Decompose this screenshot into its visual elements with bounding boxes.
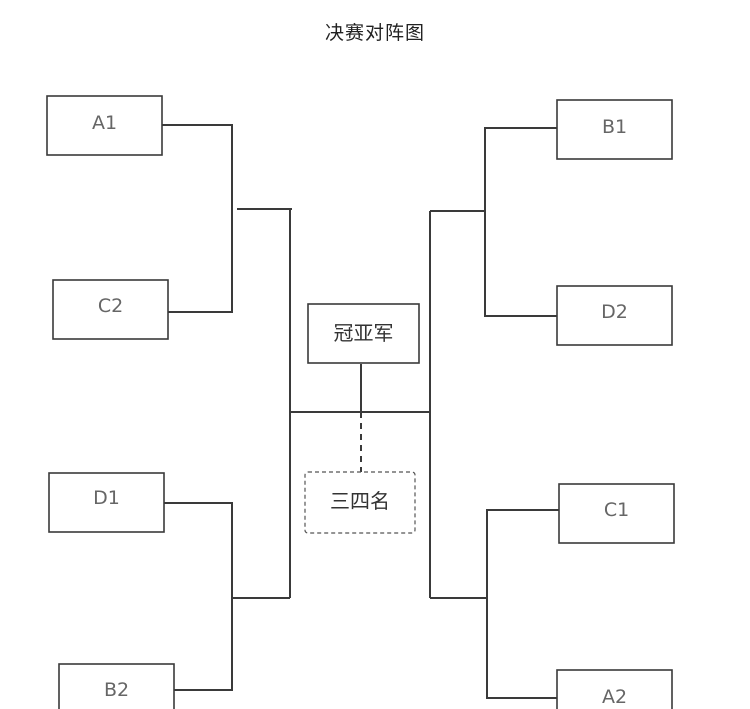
right-bracket-lines: [429, 127, 559, 699]
team-box-b1: B1: [556, 99, 673, 160]
third-place-label: 三四名: [330, 489, 390, 513]
team-label-d1: D1: [93, 487, 120, 509]
team-label-c2: C2: [98, 295, 123, 317]
connector-b1-d2: [484, 127, 557, 317]
third-place-box: 三四名: [304, 471, 416, 534]
team-label-b2: B2: [104, 679, 129, 701]
connector-c1-a2: [486, 509, 559, 699]
team-label-a1: A1: [92, 112, 117, 134]
connector-d1-b2: [160, 502, 233, 691]
team-label-c1: C1: [604, 499, 629, 521]
team-box-c1: C1: [558, 483, 675, 544]
team-label-b1: B1: [602, 116, 627, 138]
team-box-a1: A1: [46, 95, 163, 156]
connector-a1-c2: [162, 124, 233, 313]
team-box-d1: D1: [48, 472, 165, 533]
final-box: 冠亚军: [307, 303, 420, 364]
final-label: 冠亚军: [334, 321, 394, 345]
left-bracket-lines: [160, 124, 292, 691]
team-box-d2: D2: [556, 285, 673, 346]
team-box-c2: C2: [52, 279, 169, 340]
team-label-d2: D2: [601, 301, 628, 323]
team-box-a2: A2: [556, 669, 673, 709]
team-label-a2: A2: [602, 686, 627, 708]
team-box-b2: B2: [58, 663, 175, 709]
page-title: 决赛对阵图: [324, 22, 425, 44]
